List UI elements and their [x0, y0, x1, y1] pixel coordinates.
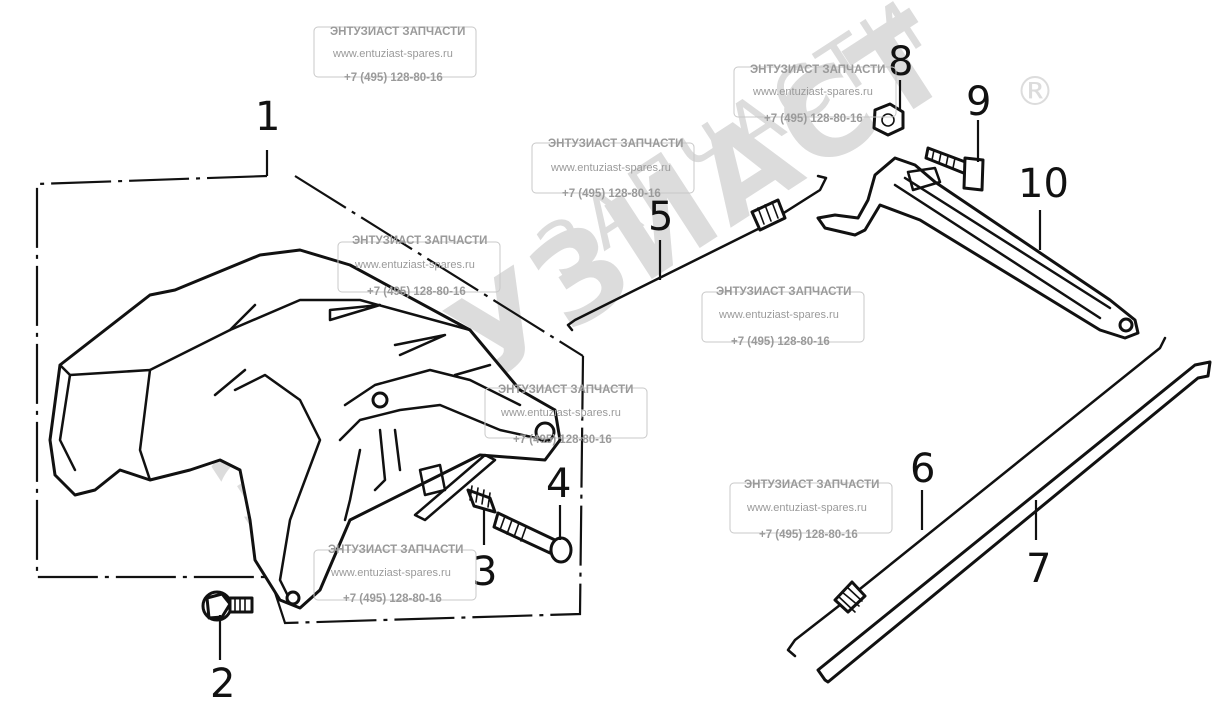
- spring-part-3: [466, 485, 497, 514]
- rod-part-6: [786, 336, 1167, 658]
- cover-part: [48, 248, 562, 610]
- assembly-bracket: [35, 150, 585, 625]
- callout-5: 5: [648, 194, 673, 240]
- watermark-title: ЭНТУЗИАСТ ЗАПЧАСТИ: [750, 64, 885, 76]
- watermark-title: ЭНТУЗИАСТ ЗАПЧАСТИ: [716, 286, 851, 298]
- watermark-box: ЭНТУЗИАСТ ЗАПЧАСТИ www.entuziast-spares.…: [733, 64, 897, 125]
- rod-part-5: [566, 174, 828, 332]
- watermark-site: www.entuziast-spares.ru: [500, 407, 621, 419]
- bolt-part-4: [492, 511, 573, 564]
- rod-part-7: [816, 360, 1212, 684]
- callout-8: 8: [888, 39, 913, 85]
- bolt-part-2: [201, 590, 254, 622]
- watermark-box: ЭНТУЗИАСТ ЗАПЧАСТИ www.entuziast-spares.…: [701, 286, 865, 348]
- watermark-title: ЭНТУЗИАСТ ЗАПЧАСТИ: [498, 384, 633, 396]
- watermark-phone: +7 (495) 128-80-16: [367, 286, 466, 298]
- watermark-site: www.entuziast-spares.ru: [746, 502, 867, 514]
- callout-7: 7: [1026, 546, 1051, 592]
- watermark-site: www.entuziast-spares.ru: [354, 259, 475, 271]
- watermark-phone: +7 (495) 128-80-16: [731, 336, 830, 348]
- watermark-phone: +7 (495) 128-80-16: [344, 72, 443, 84]
- watermark-site: www.entuziast-spares.ru: [718, 309, 839, 321]
- watermark-site: www.entuziast-spares.ru: [752, 86, 873, 98]
- callout-6: 6: [910, 446, 935, 492]
- lever-part-10: [816, 156, 1140, 340]
- watermark-phone: +7 (495) 128-80-16: [343, 593, 442, 605]
- watermark-phone: +7 (495) 128-80-16: [513, 434, 612, 446]
- watermark-box: ЭНТУЗИАСТ ЗАПЧАСТИ www.entuziast-spares.…: [337, 235, 501, 298]
- watermark-box: ЭНТУЗИАСТ ЗАПЧАСТИ www.entuziast-spares.…: [313, 26, 477, 84]
- watermark-site: www.entuziast-spares.ru: [550, 162, 671, 174]
- watermark-title: ЭНТУЗИАСТ ЗАПЧАСТИ: [548, 138, 683, 150]
- watermark-title: ЭНТУЗИАСТ ЗАПЧАСТИ: [330, 26, 465, 38]
- watermark-box: ЭНТУЗИАСТ ЗАПЧАСТИ www.entuziast-spares.…: [484, 384, 648, 446]
- callout-4: 4: [546, 461, 571, 507]
- watermark-title: ЭНТУЗИАСТ ЗАПЧАСТИ: [328, 544, 463, 556]
- watermark-title: ЭНТУЗИАСТ ЗАПЧАСТИ: [744, 479, 879, 491]
- watermark-phone: +7 (495) 128-80-16: [562, 188, 661, 200]
- watermark-phone: +7 (495) 128-80-16: [759, 529, 858, 541]
- watermark-phone: +7 (495) 128-80-16: [764, 113, 863, 125]
- nut-part-8: [872, 102, 905, 137]
- leader-lines: [218, 80, 1042, 660]
- watermark-box: ЭНТУЗИАСТ ЗАПЧАСТИ www.entuziast-spares.…: [729, 479, 893, 541]
- callout-2: 2: [210, 661, 235, 707]
- watermark-box: ЭНТУЗИАСТ ЗАПЧАСТИ www.entuziast-spares.…: [313, 544, 477, 605]
- callout-1: 1: [255, 94, 280, 140]
- callout-10: 10: [1018, 161, 1069, 207]
- watermark-site: www.entuziast-spares.ru: [330, 567, 451, 579]
- callout-9: 9: [966, 79, 991, 125]
- registered-mark: ®: [1015, 69, 1055, 115]
- watermark-box: ЭНТУЗИАСТ ЗАПЧАСТИ www.entuziast-spares.…: [531, 138, 695, 200]
- watermark-title: ЭНТУЗИАСТ ЗАПЧАСТИ: [352, 235, 487, 247]
- watermark-site: www.entuziast-spares.ru: [332, 48, 453, 60]
